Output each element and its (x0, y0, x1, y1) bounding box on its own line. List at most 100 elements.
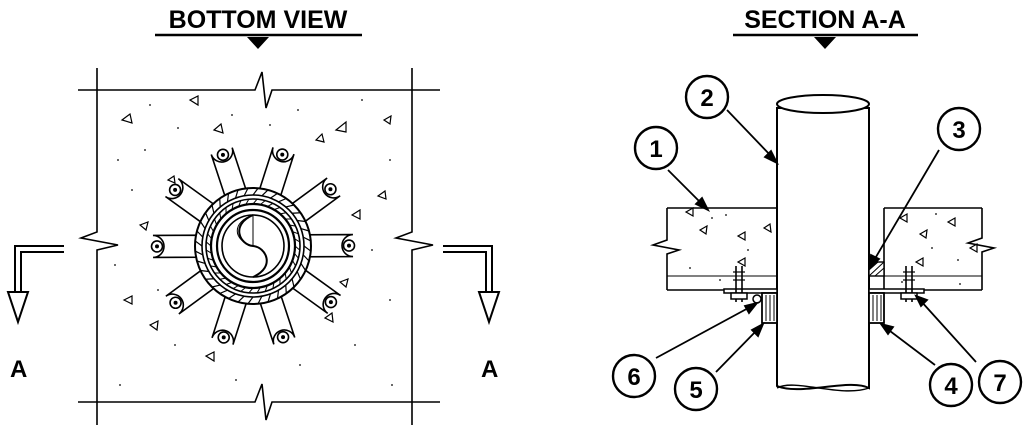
collar-inner-hatch-line (292, 260, 297, 267)
collar-hatch-line (303, 245, 312, 252)
callout-7: 7 (977, 359, 1023, 405)
collar-inner-hatch-line (292, 231, 299, 235)
collar-hatch-line (300, 227, 310, 232)
anchor-bolt-left (730, 266, 748, 302)
callout-1: 1 (633, 125, 679, 171)
callout-5: 5 (673, 366, 719, 412)
collar-hatch-line (297, 219, 306, 223)
section-concrete-dots (689, 213, 961, 285)
collar-inner-hatch-line (245, 198, 250, 205)
collar-hatch-line (257, 295, 263, 305)
collar-hatch-line (243, 187, 249, 197)
collar-hatch-line (247, 296, 254, 305)
collar-hatch-line (296, 271, 302, 280)
anchor-bolt-right (900, 266, 918, 302)
collar-hatch-line (234, 189, 239, 199)
collar-inner-hatch-line (294, 238, 301, 243)
section-view-title: SECTION A-A (744, 6, 906, 34)
collar-inner-hatch-line (289, 224, 296, 227)
collar-inner-hatch-line (288, 266, 292, 274)
collar-hatch-line (276, 290, 280, 299)
collar-inner-hatch-line (267, 202, 274, 207)
callout-3-label: 3 (952, 117, 965, 144)
section-marker-letter-right: A (481, 356, 498, 383)
section-concrete-aggregate (684, 206, 978, 268)
bottom-view-title-arrow (247, 37, 269, 49)
section-marker-letter-left: A (10, 356, 27, 383)
collar-left (723, 288, 778, 324)
anchor-tab (211, 289, 250, 345)
callout-3: 3 (936, 106, 982, 152)
bottom-view: BOTTOM VIEW (6, 6, 501, 425)
collar-inner-hatch-line (209, 225, 214, 232)
collar-hatch-line (226, 193, 230, 202)
collar-inner-hatch-line (207, 233, 213, 240)
collar-inner-hatch-line (238, 200, 242, 207)
anchor-bolt-center (173, 300, 178, 305)
bottom-view-title: BOTTOM VIEW (169, 6, 348, 34)
anchor-bolt-center (155, 244, 160, 249)
callout-2: 2 (684, 74, 730, 120)
collar-inner-hatch-line (294, 245, 301, 251)
collar-inner-hatch-line (214, 218, 218, 226)
collar-inner-hatch-line (205, 241, 212, 247)
section-view: SECTION A-A (611, 6, 1023, 412)
collar-inner-hatch-line (284, 272, 287, 280)
collar-right (868, 288, 925, 324)
collar-hatch-line (219, 289, 228, 295)
collar-inner-hatch-line (219, 212, 222, 220)
anchor-tab (150, 234, 204, 259)
bottom-concrete-aggregate (120, 95, 392, 363)
collar-inner-hatch-line (219, 277, 227, 280)
collar-inner-hatch-line (272, 282, 275, 289)
collar-hatch-line (211, 204, 215, 214)
bottom-slab-outline (78, 68, 440, 425)
anchor-tab (210, 147, 249, 203)
collar-inner-hatch-line (259, 200, 266, 206)
anchor-bolt-center (173, 187, 178, 192)
section-marker-left: A (6, 245, 64, 383)
collar-hatch-line (196, 260, 206, 265)
collar-inner-hatch-line (232, 285, 239, 290)
collar-inner-hatch-line (256, 287, 261, 294)
callout-5-label: 5 (689, 377, 702, 404)
collar-hatch (194, 187, 312, 305)
callout-2-label: 2 (700, 85, 713, 112)
collar-hatch-line (302, 254, 310, 262)
collar-inner-hatch-line (231, 203, 234, 210)
collar-hatch-line (199, 221, 206, 229)
collar-inner-hatch-line (210, 265, 217, 268)
callout-6: 6 (611, 353, 657, 399)
anchor-bolt-center (346, 243, 351, 248)
collar-inner-hatch-line (205, 249, 212, 254)
collar-hatch-line (237, 295, 245, 303)
bottom-concrete-dots (114, 99, 393, 386)
anchor-bolt-center (220, 152, 225, 157)
collar-inner-hatch-line (240, 286, 247, 292)
collar-hatch-line (252, 187, 259, 196)
callout-7-label: 7 (993, 370, 1006, 397)
callout-6-label: 6 (627, 364, 640, 391)
collar-hatch-line (196, 230, 204, 238)
anchor-tab (256, 147, 295, 203)
collar-hatch-line (285, 204, 295, 208)
section-marker-right: A (443, 245, 501, 383)
anchor-bolt-center (221, 335, 226, 340)
collar-hatch-line (204, 212, 210, 221)
collar-inner-hatch-line (264, 285, 268, 292)
pipe-section (776, 94, 870, 392)
callout-4: 4 (928, 362, 974, 408)
anchor-tab (302, 233, 356, 258)
collar-inner-hatch-line (207, 257, 214, 261)
collar-hatch-line (194, 240, 203, 247)
anchor-bolt-center (328, 187, 333, 192)
collar-hatch-line (211, 284, 221, 288)
section-slab-left (649, 207, 777, 291)
collar-hatch-line (194, 250, 204, 256)
collar-inner-hatch-line (248, 287, 254, 294)
anchor-bolt-center (280, 152, 285, 157)
leader-lines (655, 109, 977, 373)
collar-hatch-line (267, 293, 272, 303)
collar-inner-hatch-line (293, 252, 299, 259)
